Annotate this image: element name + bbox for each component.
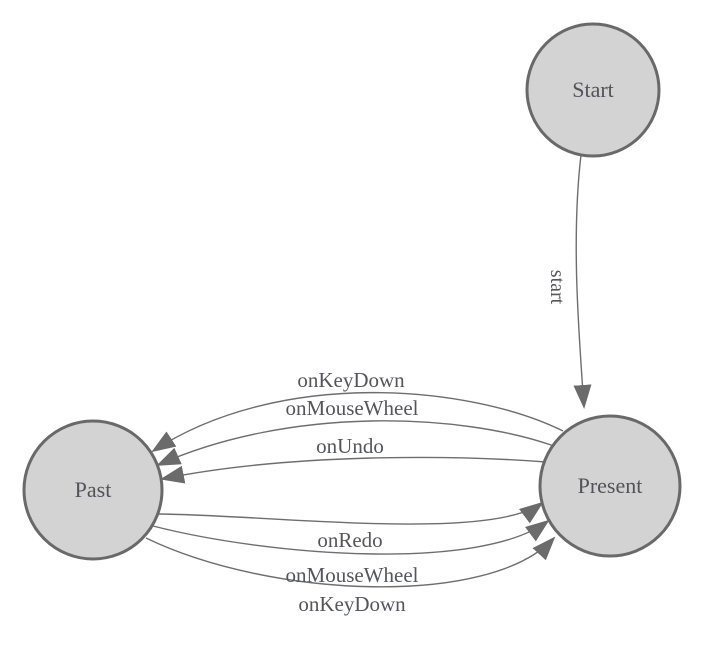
node-present-circle (538, 414, 682, 558)
node-start-label: Start (572, 77, 614, 102)
node-past-circle (22, 419, 164, 561)
edge-past-to-present-onkeydown (145, 536, 556, 588)
edge-past-to-present-onredo (158, 501, 544, 525)
edge-label-start: start (546, 270, 568, 305)
edge-label-onredo: onRedo (317, 528, 382, 552)
node-past-label: Past (75, 477, 112, 502)
edge-past-to-present-onmousewheel (152, 519, 550, 555)
edge-start-to-present (573, 154, 592, 409)
edge-label-onkeydown-top: onKeyDown (297, 368, 405, 392)
edge-present-to-past-onundo (160, 456, 547, 484)
edge-label-onkeydown-bottom: onKeyDown (298, 592, 406, 616)
edge-label-onmousewheel-bottom: onMouseWheel (286, 563, 419, 587)
node-present-label: Present (578, 473, 643, 498)
edge-present-to-past-onkeydown (151, 391, 564, 453)
node-start-circle (525, 22, 661, 158)
edge-label-onmousewheel-top: onMouseWheel (286, 396, 419, 420)
edge-label-onundo: onUndo (316, 434, 384, 458)
edge-present-to-past-onmousewheel (156, 420, 555, 466)
